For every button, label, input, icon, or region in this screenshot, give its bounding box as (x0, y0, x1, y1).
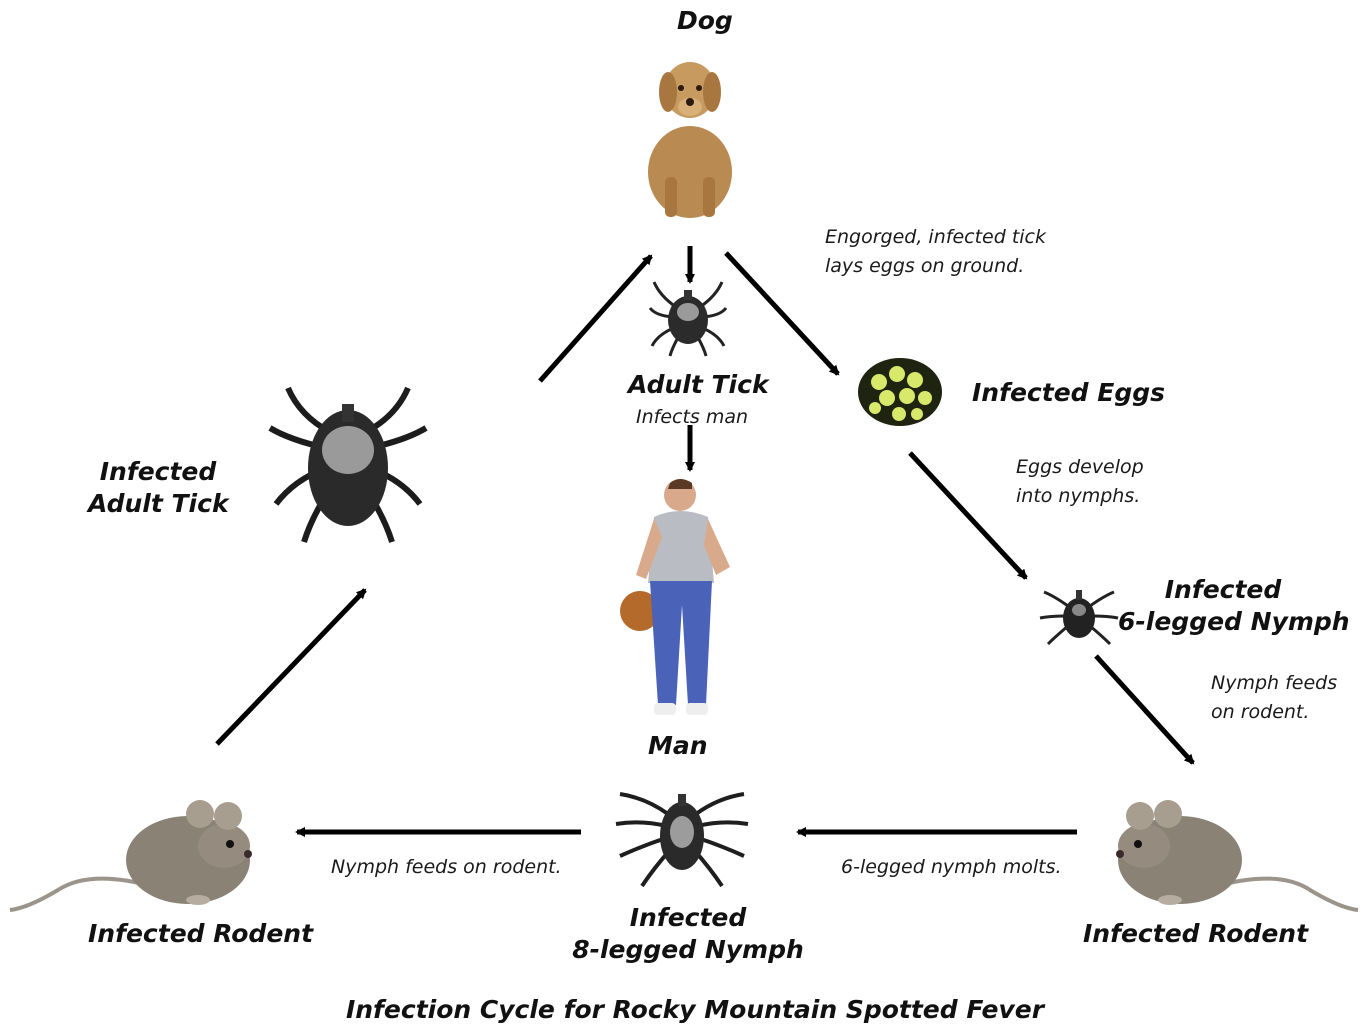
note-molts: 6-legged nymph molts. (841, 853, 1062, 882)
rodent-right-label: Infected Rodent (1083, 918, 1308, 950)
six-legged-nymph-image (1034, 578, 1124, 648)
man-image (618, 475, 748, 725)
rodent-left-image (8, 790, 258, 930)
arrow-eggs-to-nymph (910, 453, 1026, 578)
infected-eggs-label: Infected Eggs (972, 377, 1165, 409)
note-line: Nymph feeds (1211, 669, 1337, 698)
label-line: Infected (570, 902, 806, 934)
arrow-adult-tick-to-dog (540, 256, 651, 381)
label-line: Infected (1118, 574, 1328, 606)
dog-label: Dog (677, 5, 733, 37)
note-line: on rodent. (1211, 698, 1337, 727)
note-line: Eggs develop (1016, 453, 1144, 482)
rodent-right-image (1110, 790, 1360, 930)
adult-tick-note: Infects man (636, 403, 748, 432)
note-eggs-to-nymph: Eggs develop into nymphs. (1016, 453, 1144, 511)
note-line: lays eggs on ground. (825, 252, 1046, 281)
note-nymph-to-rodent: Nymph feeds on rodent. (1211, 669, 1337, 727)
label-line: Infected (88, 456, 228, 488)
infected-adult-tick-label: Infected Adult Tick (88, 456, 228, 520)
note-feeds: Nymph feeds on rodent. (331, 853, 562, 882)
label-line: 8-legged Nymph (570, 934, 806, 966)
rodent-left-label: Infected Rodent (88, 918, 313, 950)
infected-eggs-image (855, 352, 945, 432)
note-line: into nymphs. (1016, 482, 1144, 511)
eight-legged-nymph-label: Infected 8-legged Nymph (570, 902, 806, 966)
adult-tick-label: Adult Tick (628, 369, 769, 401)
dog-image (630, 52, 750, 222)
arrow-nymph-to-rodent (1096, 656, 1193, 763)
infected-adult-tick-image (260, 376, 436, 548)
eight-legged-nymph-image (612, 780, 752, 892)
arrow-dog-to-eggs (726, 253, 838, 374)
note-line: Engorged, infected tick (825, 223, 1046, 252)
adult-tick-image (646, 272, 730, 358)
arrow-rodent-to-adult-tick (217, 590, 365, 744)
note-dog-to-eggs: Engorged, infected tick lays eggs on gro… (825, 223, 1046, 281)
label-line: 6-legged Nymph (1118, 606, 1328, 638)
man-label: Man (648, 730, 708, 762)
six-legged-nymph-label: Infected 6-legged Nymph (1118, 574, 1328, 638)
label-line: Adult Tick (88, 488, 228, 520)
diagram-title: Infection Cycle for Rocky Mountain Spott… (0, 994, 1362, 1026)
